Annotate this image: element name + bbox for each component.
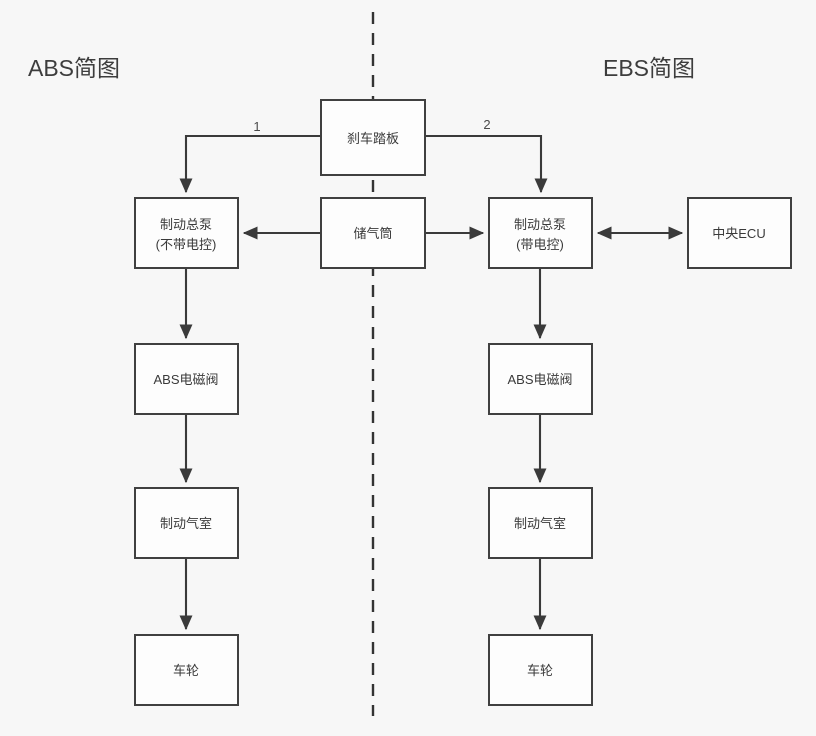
node-right-wheel[interactable]: 车轮 [488,634,593,706]
node-left-abs-valve-label: ABS电磁阀 [153,372,218,387]
node-brake-pedal[interactable]: 刹车踏板 [320,99,426,176]
node-right-abs-valve-label: ABS电磁阀 [507,372,572,387]
node-left-wheel-label: 车轮 [173,663,199,678]
node-right-brake-chamber[interactable]: 制动气室 [488,487,593,559]
node-central-ecu[interactable]: 中央ECU [687,197,792,269]
node-air-tank[interactable]: 储气筒 [320,197,426,269]
node-left-abs-valve[interactable]: ABS电磁阀 [134,343,239,415]
node-right-wheel-label: 车轮 [527,663,553,678]
node-air-tank-label: 储气筒 [353,226,392,241]
edge-pedal-to-left-master [179,134,321,194]
node-left-master-cylinder[interactable]: 制动总泵 (不带电控) [134,197,239,269]
node-left-brake-chamber-label: 制动气室 [160,516,212,531]
node-right-abs-valve[interactable]: ABS电磁阀 [488,343,593,415]
edge-label-branch-2: 2 [483,117,490,132]
node-left-master-cylinder-label-line2: (不带电控) [156,237,217,252]
edge-label-branch-1: 1 [253,119,260,134]
node-left-wheel[interactable]: 车轮 [134,634,239,706]
node-right-master-cylinder-label-line2: (带电控) [516,237,564,252]
node-left-master-cylinder-label-line1: 制动总泵 [160,217,212,232]
node-right-master-cylinder[interactable]: 制动总泵 (带电控) [488,197,593,269]
node-brake-pedal-label: 刹车踏板 [347,131,399,146]
node-right-master-cylinder-label-line1: 制动总泵 [514,217,566,232]
title-abs: ABS简图 [28,55,120,81]
title-ebs: EBS简图 [603,55,695,81]
node-central-ecu-label: 中央ECU [712,226,765,241]
edge-pedal-to-right-master [425,134,548,194]
node-right-brake-chamber-label: 制动气室 [514,516,566,531]
node-left-brake-chamber[interactable]: 制动气室 [134,487,239,559]
